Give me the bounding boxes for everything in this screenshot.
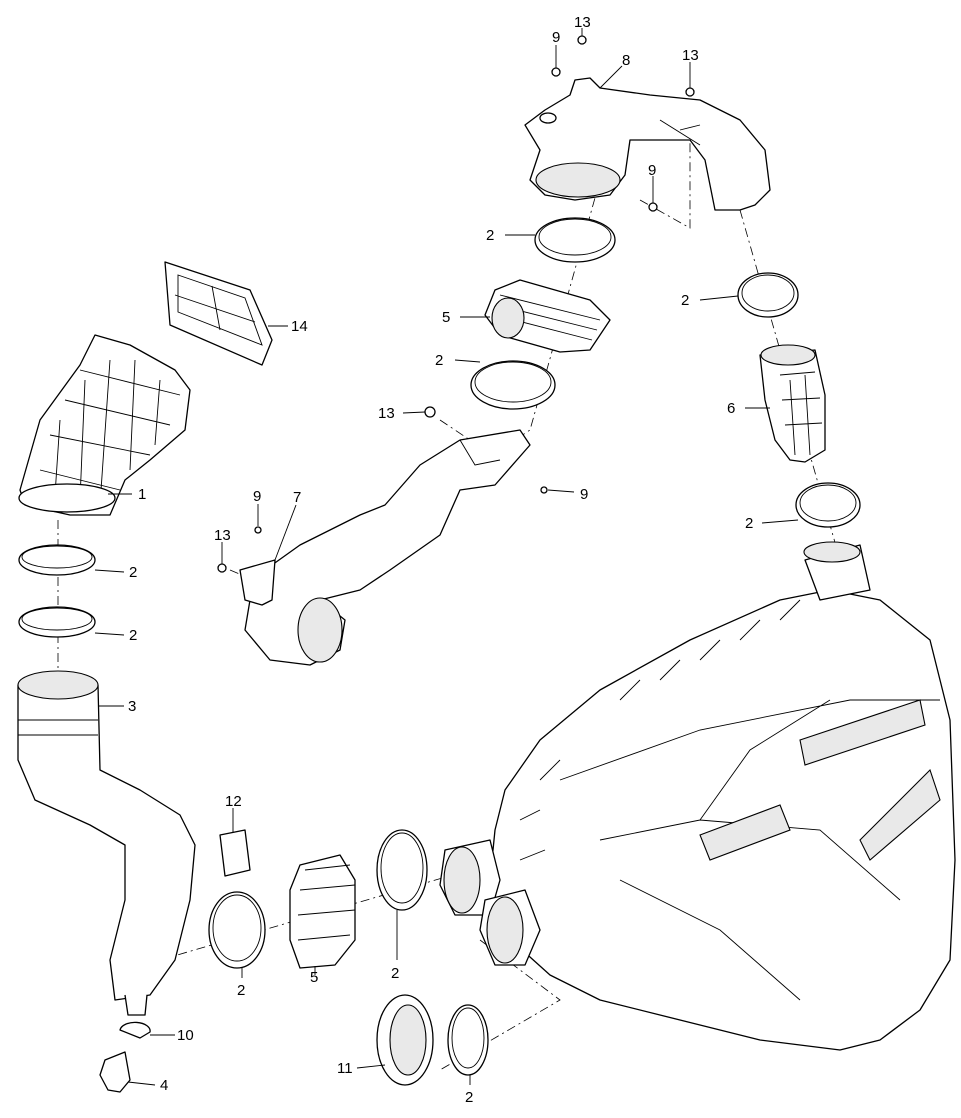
callout-3: 3 [128, 698, 136, 715]
callout-12: 12 [225, 793, 242, 810]
filter-element-14[interactable] [164, 261, 273, 366]
callout-2: 2 [681, 292, 689, 309]
callout-2: 2 [391, 965, 399, 982]
callout-8: 8 [622, 52, 630, 69]
callout-2: 2 [129, 564, 137, 581]
intake-pipe-3[interactable] [17, 670, 196, 1016]
callout-7: 7 [293, 489, 301, 506]
bellows-5-upper[interactable] [484, 279, 611, 353]
callout-14: 14 [291, 318, 308, 335]
callout-11: 11 [337, 1060, 353, 1077]
callout-1: 1 [138, 486, 146, 503]
callout-2: 2 [745, 515, 753, 532]
callout-9: 9 [552, 29, 560, 46]
callout-9: 9 [253, 488, 261, 505]
callouts: 9 13 8 13 9 2 2 14 5 2 13 6 1 9 9 7 13 2… [94, 14, 799, 1106]
callout-9: 9 [648, 162, 656, 179]
callout-2: 2 [129, 627, 137, 644]
callout-13: 13 [378, 405, 395, 422]
callout-13: 13 [574, 14, 591, 31]
upper-intake-duct-8[interactable] [524, 77, 771, 211]
intake-elbow-1[interactable] [18, 334, 191, 516]
connecting-duct-7[interactable] [239, 429, 531, 666]
callout-5: 5 [310, 969, 318, 986]
callout-2: 2 [435, 352, 443, 369]
callout-5: 5 [442, 309, 450, 326]
callout-2: 2 [465, 1089, 473, 1106]
callout-2: 2 [237, 982, 245, 999]
callout-6: 6 [727, 400, 735, 417]
callout-4: 4 [160, 1077, 168, 1094]
air-filter-housing[interactable] [439, 541, 956, 1051]
callout-10: 10 [177, 1027, 194, 1044]
callout-2: 2 [486, 227, 494, 244]
sleeve-6[interactable] [759, 344, 826, 463]
hose-clamps-2[interactable] [18, 217, 861, 1076]
callout-13: 13 [682, 47, 699, 64]
seal-ring-11[interactable] [376, 994, 434, 1086]
callout-13: 13 [214, 527, 231, 544]
callout-9: 9 [580, 486, 588, 503]
bellows-5-lower[interactable] [289, 854, 356, 969]
